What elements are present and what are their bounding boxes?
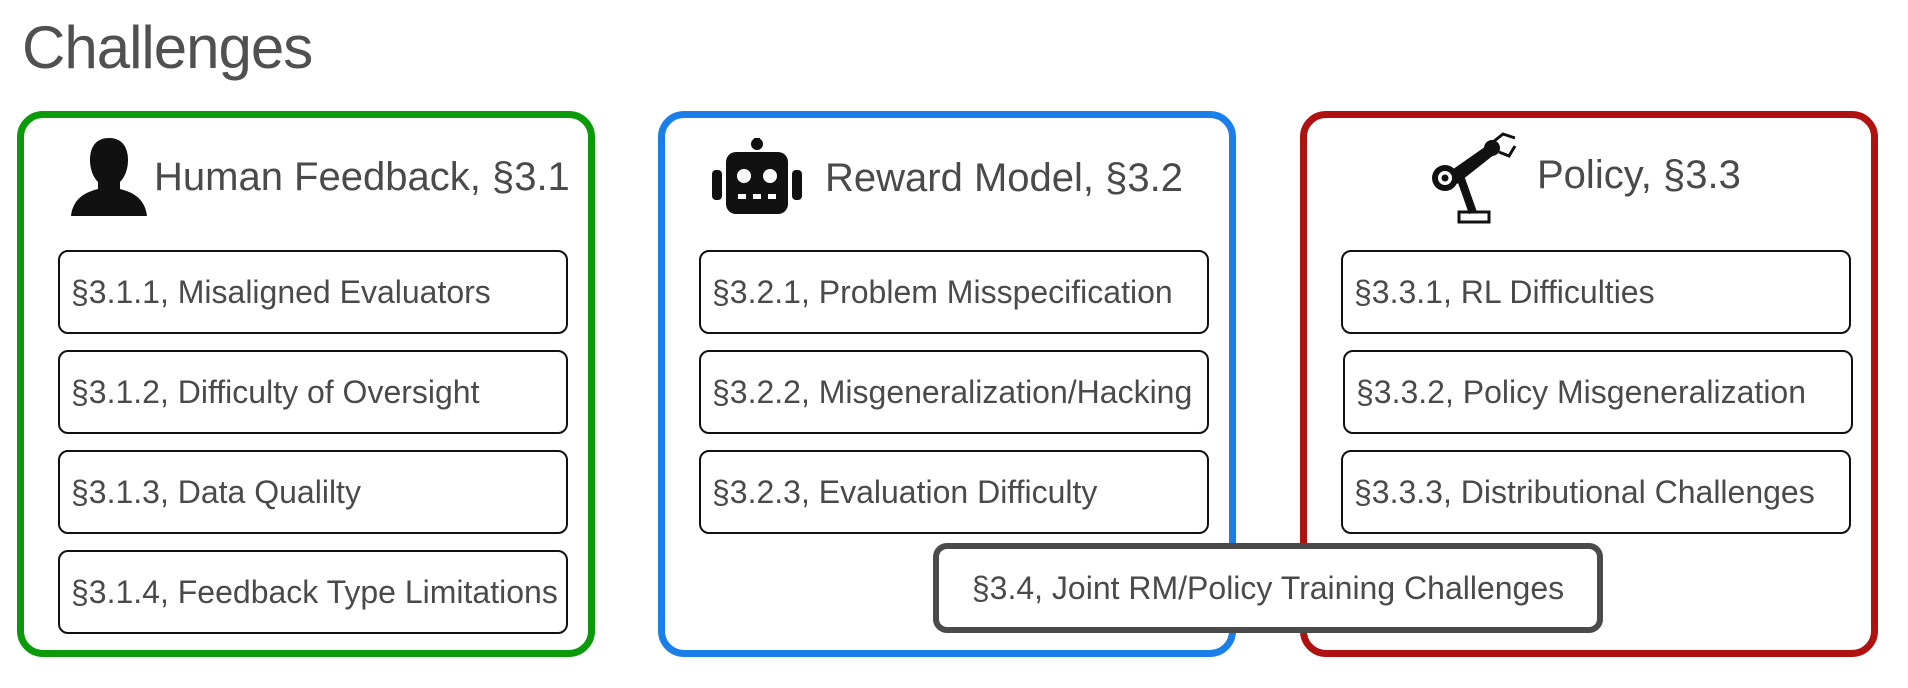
- robot-head-icon: [709, 138, 805, 218]
- list-item: §3.1.3, Data Qualilty: [58, 450, 568, 534]
- list-item: §3.1.1, Misaligned Evaluators: [58, 250, 568, 334]
- list-item: §3.1.2, Difficulty of Oversight: [58, 350, 568, 434]
- human-feedback-heading: Human Feedback, §3.1: [154, 154, 570, 199]
- human-feedback-panel: Human Feedback, §3.1 §3.1.1, Misaligned …: [17, 111, 595, 657]
- list-item: §3.2.2, Misgeneralization/Hacking: [699, 350, 1209, 434]
- reward-model-heading: Reward Model, §3.2: [825, 155, 1183, 200]
- reward-model-panel: Reward Model, §3.2 §3.2.1, Problem Missp…: [658, 111, 1236, 657]
- joint-training-challenges-box: §3.4, Joint RM/Policy Training Challenge…: [933, 543, 1603, 633]
- list-item: §3.2.3, Evaluation Difficulty: [699, 450, 1209, 534]
- list-item: §3.3.1, RL Difficulties: [1341, 250, 1851, 334]
- page-title: Challenges: [22, 14, 313, 81]
- human-feedback-header: Human Feedback, §3.1: [68, 136, 570, 218]
- list-item: §3.3.2, Policy Misgeneralization: [1343, 350, 1853, 434]
- policy-heading: Policy, §3.3: [1537, 152, 1741, 197]
- person-silhouette-icon: [68, 136, 150, 218]
- policy-header: Policy, §3.3: [1429, 132, 1741, 224]
- reward-model-header: Reward Model, §3.2: [709, 138, 1183, 218]
- robot-arm-icon: [1429, 132, 1519, 224]
- list-item: §3.1.4, Feedback Type Limitations: [58, 550, 568, 634]
- list-item: §3.2.1, Problem Misspecification: [699, 250, 1209, 334]
- policy-panel: Policy, §3.3 §3.3.1, RL Difficulties §3.…: [1300, 111, 1878, 657]
- list-item: §3.3.3, Distributional Challenges: [1341, 450, 1851, 534]
